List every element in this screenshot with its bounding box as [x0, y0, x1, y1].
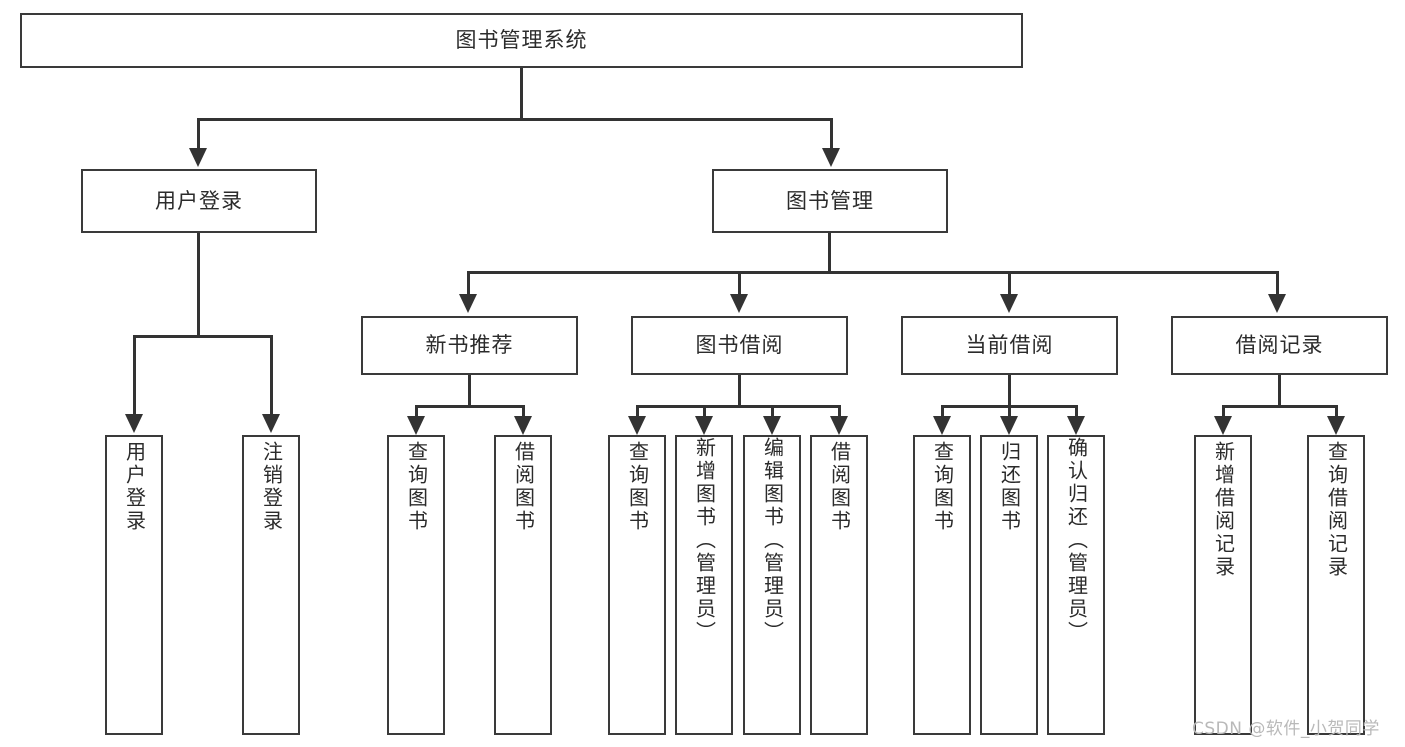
connector-book-manage-to-current-borrow	[1008, 271, 1011, 296]
arrow-borrow-record-leaf1	[1214, 416, 1232, 435]
node-new-book-rec[interactable]: 新书推荐	[361, 316, 578, 375]
csdn-watermark: CSDN @软件_小贺同学	[1192, 719, 1380, 739]
connector-new-book-rec-stem	[468, 375, 471, 407]
leaf-new-book-rec-1[interactable]: 查询图书	[387, 435, 445, 735]
connector-book-borrow-leaf4	[838, 405, 841, 418]
leaf-borrow-record-1-label: 新增借阅记录	[1211, 441, 1236, 579]
arrow-book-borrow-leaf4	[830, 416, 848, 435]
leaf-book-borrow-2[interactable]: 新增图书（管理员）	[675, 435, 733, 735]
arrow-book-manage-to-new-book-rec	[459, 294, 477, 313]
leaf-borrow-record-2-label: 查询借阅记录	[1324, 441, 1349, 579]
connector-book-borrow-leaf1	[636, 405, 639, 418]
connector-book-borrow-leaf2	[703, 405, 706, 418]
connector-current-borrow-stem	[1008, 375, 1011, 407]
leaf-book-borrow-1[interactable]: 查询图书	[608, 435, 666, 735]
arrow-book-manage-to-borrow-record	[1268, 294, 1286, 313]
arrow-book-manage-to-book-borrow	[730, 294, 748, 313]
connector-root-stem	[520, 68, 523, 120]
leaf-book-borrow-1-label: 查询图书	[625, 441, 650, 533]
connector-user-login-bar	[133, 335, 272, 338]
connector-borrow-record-bar	[1222, 405, 1338, 408]
arrow-current-borrow-leaf3	[1067, 416, 1085, 435]
node-book-borrow-label: 图书借阅	[695, 333, 784, 358]
arrow-user-login-leaf1	[125, 414, 143, 433]
leaf-book-borrow-3-label: 编辑图书（管理员）	[760, 437, 785, 644]
leaf-book-borrow-2-label: 新增图书（管理员）	[692, 437, 717, 644]
leaf-book-borrow-4-label: 借阅图书	[827, 441, 852, 533]
leaf-user-login-1-label: 用户登录	[122, 441, 147, 533]
leaf-current-borrow-3[interactable]: 确认归还（管理员）	[1047, 435, 1105, 735]
connector-user-login-leaf1	[133, 335, 136, 415]
leaf-borrow-record-1[interactable]: 新增借阅记录	[1194, 435, 1252, 735]
arrow-current-borrow-leaf2	[1000, 416, 1018, 435]
leaf-new-book-rec-2[interactable]: 借阅图书	[494, 435, 552, 735]
arrow-book-borrow-leaf2	[695, 416, 713, 435]
leaf-user-login-2-label: 注销登录	[259, 441, 284, 533]
node-user-login[interactable]: 用户登录	[81, 169, 317, 233]
node-current-borrow[interactable]: 当前借阅	[901, 316, 1118, 375]
connector-current-borrow-leaf1	[941, 405, 944, 418]
leaf-user-login-2[interactable]: 注销登录	[242, 435, 300, 735]
connector-user-login-leaf2	[270, 335, 273, 415]
arrow-book-borrow-leaf3	[763, 416, 781, 435]
arrow-borrow-record-leaf2	[1327, 416, 1345, 435]
connector-new-book-rec-leaf1	[415, 405, 418, 418]
node-user-login-label: 用户登录	[155, 188, 243, 213]
connector-current-borrow-leaf2	[1008, 405, 1011, 418]
leaf-current-borrow-3-label: 确认归还（管理员）	[1064, 437, 1089, 644]
arrow-root-to-user-login	[189, 148, 207, 167]
node-book-borrow[interactable]: 图书借阅	[631, 316, 848, 375]
leaf-current-borrow-1-label: 查询图书	[930, 441, 955, 533]
connector-user-login-stem	[197, 233, 200, 338]
arrow-current-borrow-leaf1	[933, 416, 951, 435]
arrow-book-borrow-leaf1	[628, 416, 646, 435]
node-new-book-rec-label: 新书推荐	[425, 333, 514, 358]
node-current-borrow-label: 当前借阅	[965, 333, 1054, 358]
node-root-label: 图书管理系统	[455, 28, 588, 53]
node-borrow-record[interactable]: 借阅记录	[1171, 316, 1388, 375]
node-root[interactable]: 图书管理系统	[20, 13, 1023, 68]
arrow-new-book-rec-leaf2	[514, 416, 532, 435]
connector-book-borrow-stem	[738, 375, 741, 407]
node-borrow-record-label: 借阅记录	[1235, 333, 1324, 358]
connector-book-manage-bar	[467, 271, 1278, 274]
connector-book-manage-stem	[828, 233, 831, 273]
connector-book-manage-to-borrow-record	[1276, 271, 1279, 296]
connector-borrow-record-leaf2	[1335, 405, 1338, 418]
node-book-manage-label: 图书管理	[786, 188, 874, 213]
connector-new-book-rec-bar	[415, 405, 525, 408]
connector-root-to-book-manage	[830, 118, 833, 150]
connector-new-book-rec-leaf2	[522, 405, 525, 418]
connector-book-borrow-bar	[636, 405, 840, 408]
leaf-current-borrow-2-label: 归还图书	[997, 441, 1022, 533]
leaf-current-borrow-1[interactable]: 查询图书	[913, 435, 971, 735]
leaf-book-borrow-3[interactable]: 编辑图书（管理员）	[743, 435, 801, 735]
connector-current-borrow-leaf3	[1075, 405, 1078, 418]
connector-book-manage-to-book-borrow	[738, 271, 741, 296]
connector-root-to-user-login	[197, 118, 200, 150]
leaf-borrow-record-2[interactable]: 查询借阅记录	[1307, 435, 1365, 735]
leaf-current-borrow-2[interactable]: 归还图书	[980, 435, 1038, 735]
arrow-book-manage-to-current-borrow	[1000, 294, 1018, 313]
leaf-new-book-rec-1-label: 查询图书	[404, 441, 429, 533]
leaf-new-book-rec-2-label: 借阅图书	[511, 441, 536, 533]
arrow-user-login-leaf2	[262, 414, 280, 433]
arrow-new-book-rec-leaf1	[407, 416, 425, 435]
leaf-book-borrow-4[interactable]: 借阅图书	[810, 435, 868, 735]
connector-root-bar	[197, 118, 833, 121]
connector-borrow-record-stem	[1278, 375, 1281, 407]
connector-book-manage-to-new-book-rec	[467, 271, 470, 296]
connector-borrow-record-leaf1	[1222, 405, 1225, 418]
connector-book-borrow-leaf3	[771, 405, 774, 418]
arrow-root-to-book-manage	[822, 148, 840, 167]
node-book-manage[interactable]: 图书管理	[712, 169, 948, 233]
leaf-user-login-1[interactable]: 用户登录	[105, 435, 163, 735]
